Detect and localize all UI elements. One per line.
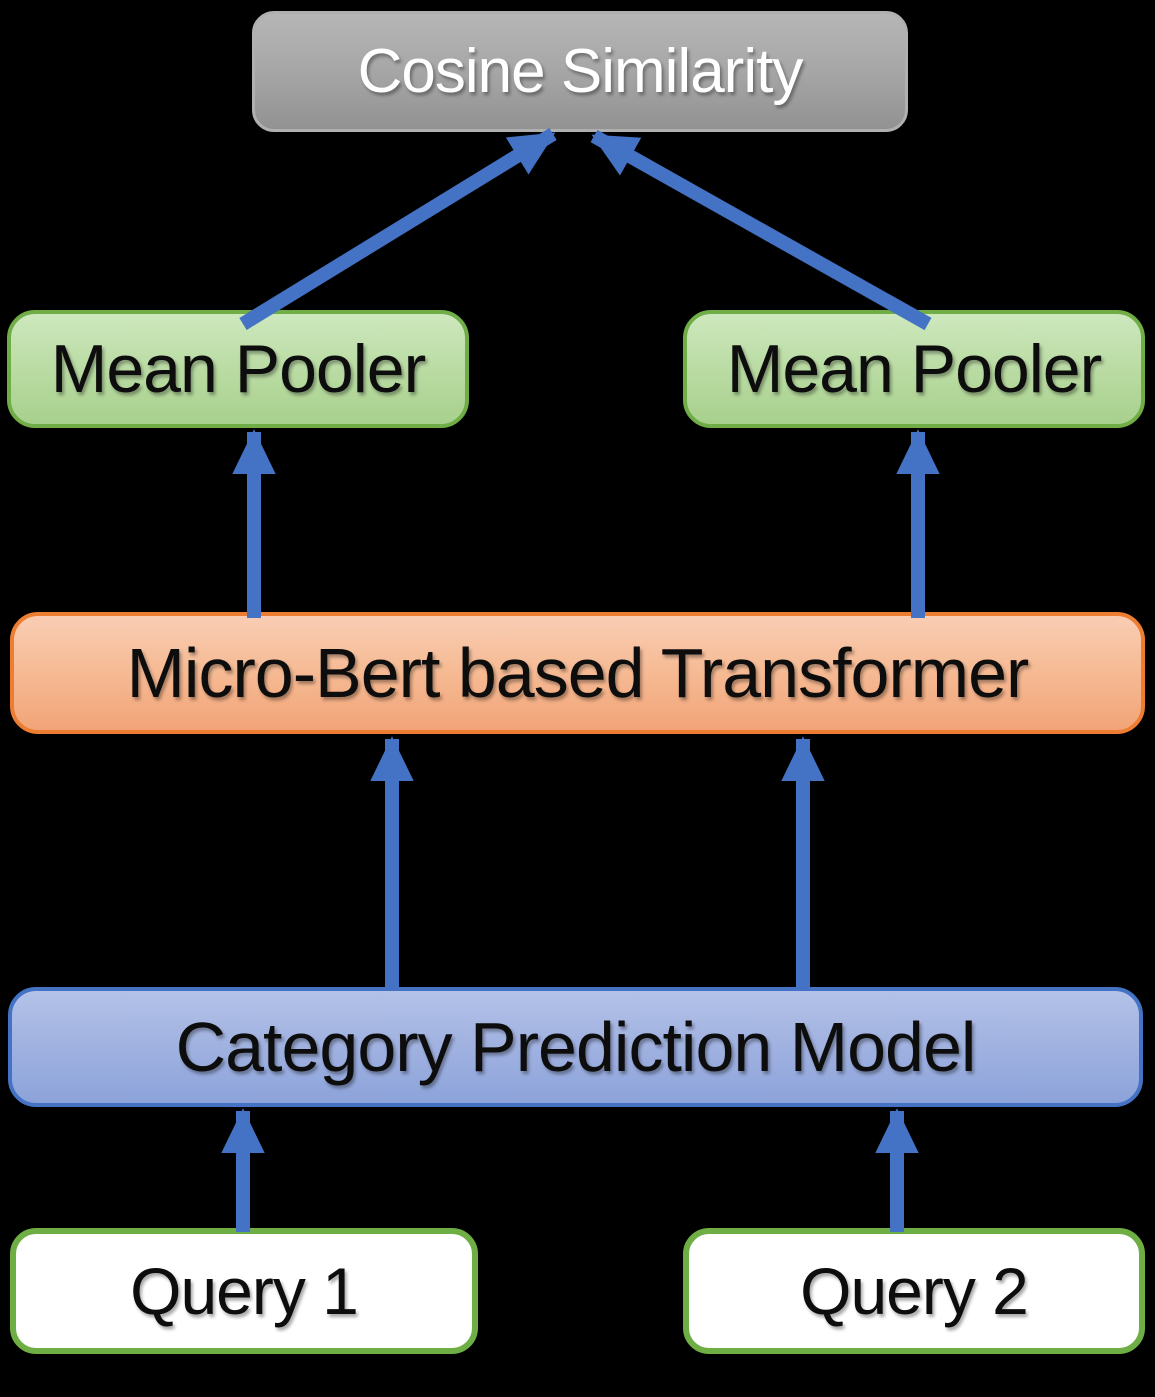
node-category-prediction-model-label: Category Prediction Model bbox=[175, 1008, 977, 1086]
node-category-prediction-model: Category Prediction Model bbox=[8, 987, 1143, 1107]
node-mean-pooler-left: Mean Pooler bbox=[7, 310, 469, 428]
node-query-1: Query 1 bbox=[10, 1228, 478, 1354]
node-micro-bert-transformer-label: Micro-Bert based Transformer bbox=[126, 634, 1030, 712]
node-micro-bert-transformer: Micro-Bert based Transformer bbox=[10, 612, 1145, 734]
arrow-meanpooler-right-to-cosine bbox=[590, 129, 932, 331]
node-mean-pooler-right-label: Mean Pooler bbox=[726, 331, 1103, 407]
node-query-2-label: Query 2 bbox=[800, 1254, 1029, 1328]
node-cosine-similarity: Cosine Similarity bbox=[252, 11, 908, 132]
node-query-2: Query 2 bbox=[683, 1228, 1145, 1354]
node-mean-pooler-right: Mean Pooler bbox=[683, 310, 1145, 428]
node-mean-pooler-left-label: Mean Pooler bbox=[50, 331, 427, 407]
arrow-meanpooler-left-to-cosine bbox=[239, 128, 557, 330]
node-query-1-label: Query 1 bbox=[130, 1254, 359, 1328]
node-cosine-similarity-label: Cosine Similarity bbox=[357, 37, 804, 106]
